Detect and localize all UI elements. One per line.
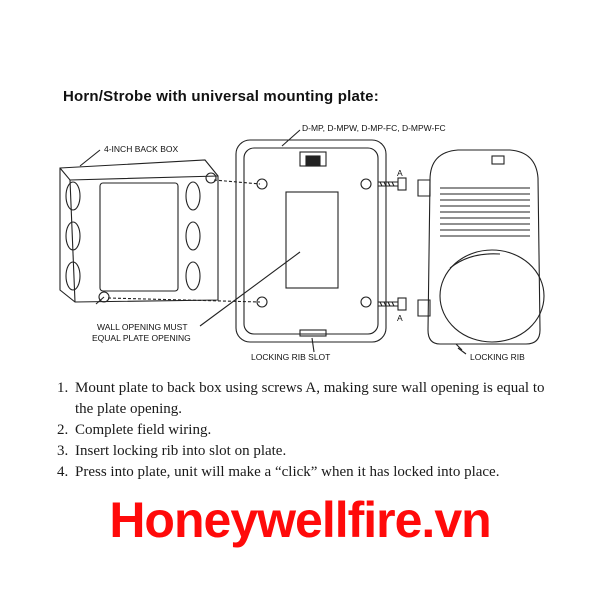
step-item: 2.Complete field wiring. — [57, 422, 212, 438]
page-heading: Horn/Strobe with universal mounting plat… — [63, 88, 379, 105]
back-box-drawing — [59, 159, 219, 305]
step-item: 1.Mount plate to back box using screws A… — [57, 380, 545, 417]
instruction-steps: 1.Mount plate to back box using screws A… — [57, 378, 557, 483]
label-screw-a-top: A — [397, 168, 403, 178]
label-back-box: 4-INCH BACK BOX — [104, 144, 178, 154]
mounting-diagram: 4-INCH BACK BOX D-MP, D-MPW, D-MP-FC, D-… — [59, 123, 545, 362]
step-item: 4.Press into plate, unit will make a “cl… — [57, 464, 500, 480]
label-locking-rib: LOCKING RIB — [470, 352, 525, 362]
label-locking-rib-slot: LOCKING RIB SLOT — [251, 352, 330, 362]
label-screw-a-bottom: A — [397, 313, 403, 323]
screw-a-top — [378, 177, 407, 191]
label-wall-opening-2: EQUAL PLATE OPENING — [92, 333, 191, 343]
mounting-plate-drawing — [107, 139, 387, 343]
step-item: 3.Insert locking rib into slot on plate. — [57, 443, 287, 459]
label-wall-opening-1: WALL OPENING MUST — [97, 322, 188, 332]
screw-a-bottom — [378, 297, 407, 311]
watermark-text: Honeywellfire.vn — [109, 492, 491, 548]
label-plate-models: D-MP, D-MPW, D-MP-FC, D-MPW-FC — [302, 123, 446, 133]
horn-strobe-drawing — [417, 149, 545, 351]
